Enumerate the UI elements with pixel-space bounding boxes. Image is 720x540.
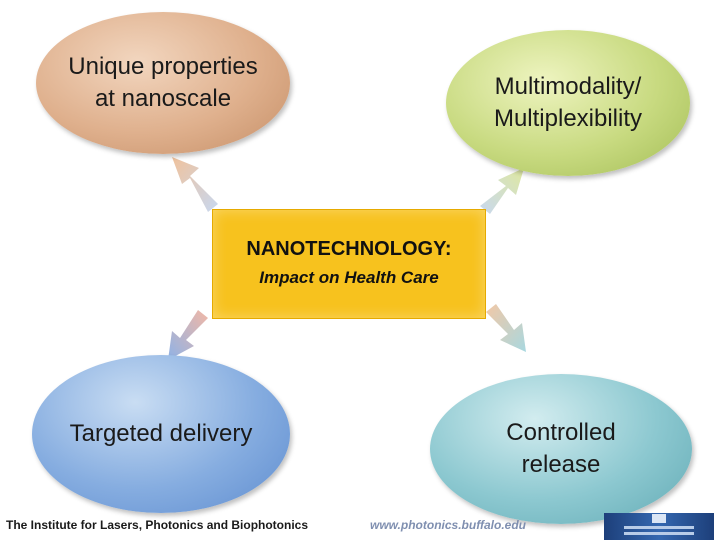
arrow-to-top-left <box>172 157 218 212</box>
university-logo-icon <box>604 513 714 540</box>
node-targeted-delivery: Targeted delivery <box>32 355 290 513</box>
node-controlled-release: Controlled release <box>430 374 692 524</box>
node-unique-properties-line-1: Unique properties <box>68 52 258 80</box>
node-controlled-release-line-1: Controlled <box>506 418 616 446</box>
node-unique-properties: Unique properties at nanoscale <box>36 12 290 154</box>
node-multimodality-line-1: Multimodality/ <box>494 72 642 100</box>
node-targeted-delivery-line-1: Targeted delivery <box>69 419 253 447</box>
center-subtitle: Impact on Health Care <box>259 268 439 287</box>
node-unique-properties-line-2: at nanoscale <box>94 85 232 112</box>
node-controlled-release-line-2: release <box>521 451 601 478</box>
footer-url[interactable]: www.photonics.buffalo.edu <box>370 518 526 532</box>
node-multimodality: Multimodality/ Multiplexibility <box>446 30 690 176</box>
center-box: NANOTECHNOLOGY: Impact on Health Care <box>212 209 486 319</box>
center-title: NANOTECHNOLOGY: <box>246 238 452 260</box>
arrow-to-top-right <box>480 168 524 214</box>
footer-institute: The Institute for Lasers, Photonics and … <box>6 518 309 532</box>
arrow-to-bottom-left <box>168 310 208 360</box>
node-multimodality-line-2: Multiplexibility <box>493 105 643 132</box>
arrow-to-bottom-right <box>486 304 526 352</box>
